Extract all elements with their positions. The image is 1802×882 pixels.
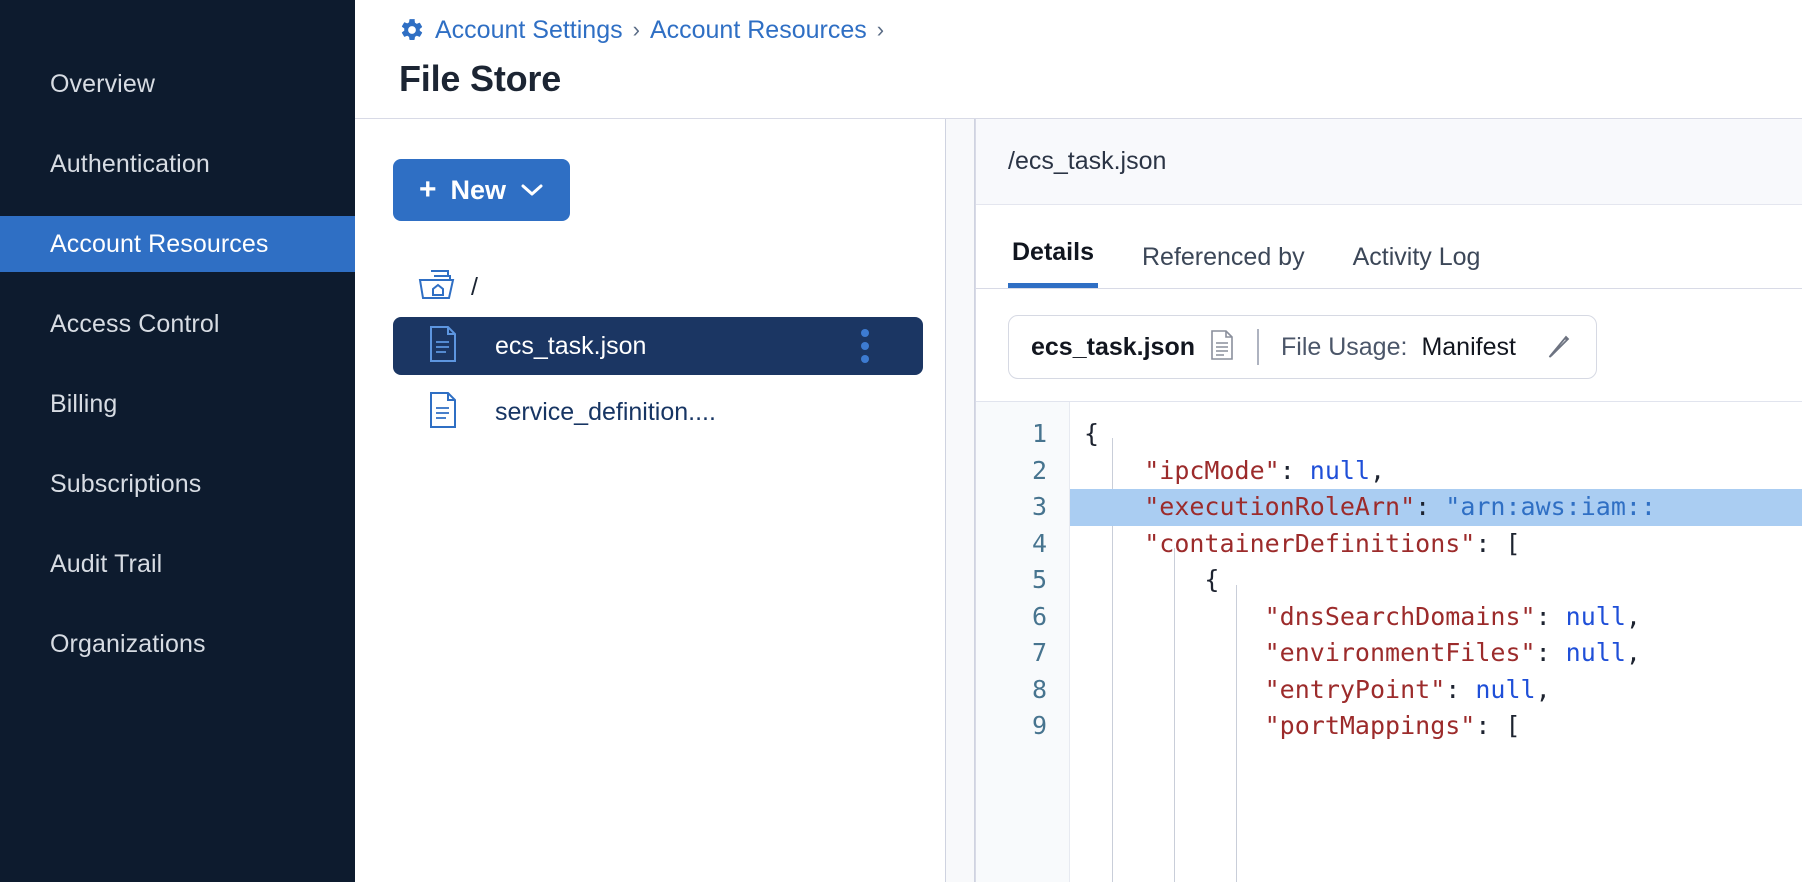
kebab-menu-icon[interactable]: [861, 329, 869, 363]
document-icon: [1209, 329, 1235, 366]
file-usage-value: Manifest: [1421, 332, 1516, 361]
sidebar-item-access-control[interactable]: Access Control: [0, 296, 355, 352]
new-button-label: New: [450, 174, 507, 205]
breadcrumb-separator: ›: [632, 17, 640, 42]
file-info-card: ecs_task.json File Usage: Manifest: [1008, 315, 1597, 379]
info-divider: [1257, 329, 1259, 365]
line-number: 2: [1031, 455, 1047, 485]
sidebar-item-label: Audit Trail: [50, 549, 163, 578]
sidebar-item-label: Account Resources: [50, 229, 269, 258]
tree-file-row[interactable]: ecs_task.json: [393, 317, 923, 375]
code-line: "entryPoint": null,: [1264, 674, 1551, 704]
tab-referenced-by[interactable]: Referenced by: [1141, 243, 1305, 271]
breadcrumb-separator-trailing: ›: [876, 17, 885, 42]
folder-home-icon: [417, 268, 457, 307]
line-number: 8: [1031, 674, 1047, 704]
sidebar-item-label: Authentication: [50, 149, 210, 178]
sidebar-item-audit-trail[interactable]: Audit Trail: [0, 536, 355, 592]
code-line: {: [1204, 565, 1220, 594]
pencil-icon[interactable]: [1544, 332, 1574, 362]
sidebar-item-label: Access Control: [50, 309, 220, 338]
file-info-wrap: ecs_task.json File Usage: Manifest: [976, 289, 1802, 401]
file-icon: [427, 391, 459, 434]
code-line: "environmentFiles": null,: [1264, 638, 1641, 667]
sidebar-item-organizations[interactable]: Organizations: [0, 616, 355, 672]
new-button[interactable]: + New: [393, 159, 571, 221]
sidebar-item-label: Billing: [50, 389, 118, 418]
file-icon: [427, 325, 459, 368]
panel-resize-handle[interactable]: [945, 119, 975, 882]
body-split: + New: [355, 119, 1802, 882]
file-path-bar: /ecs_task.json: [976, 119, 1802, 205]
file-tree: / ecs_task.json service_definition....: [393, 265, 945, 441]
chevron-down-icon: [520, 182, 544, 198]
line-number: 9: [1031, 711, 1047, 740]
sidebar-item-account-resources[interactable]: Account Resources: [0, 216, 355, 272]
code-editor[interactable]: 1 2 3 4 5 6 7 8 9 { "ipcMode": null, "executionR…: [976, 401, 1802, 882]
file-info-name: ecs_task.json: [1031, 332, 1195, 361]
code-line: "executionRoleArn": "arn:aws:iam::: [1070, 489, 1802, 526]
file-tree-panel: + New: [355, 119, 945, 882]
sidebar-item-label: Overview: [50, 69, 155, 98]
plus-icon: +: [419, 173, 437, 206]
code-line: "containerDefinitions": [: [1144, 528, 1521, 558]
sidebar-item-overview[interactable]: Overview: [0, 56, 355, 112]
code-line: "dnsSearchDomains": null,: [1264, 601, 1641, 631]
sidebar-item-subscriptions[interactable]: Subscriptions: [0, 456, 355, 512]
breadcrumb-item-account-settings[interactable]: Account Settings: [435, 15, 623, 44]
breadcrumb-item-account-resources[interactable]: Account Resources: [649, 15, 867, 44]
line-number: 4: [1031, 528, 1047, 558]
tree-root-label: /: [471, 272, 478, 301]
page-header: Account Settings › Account Resources › F…: [355, 0, 1802, 119]
file-detail-panel: /ecs_task.json Details Referenced by Activ…: [975, 119, 1802, 882]
sidebar-item-authentication[interactable]: Authentication: [0, 136, 355, 192]
tree-file-name: service_definition....: [495, 397, 716, 426]
line-number: 1: [1031, 419, 1047, 448]
line-number: 3: [1031, 492, 1047, 521]
tab-details[interactable]: Details: [1008, 238, 1098, 288]
line-number: 6: [1031, 601, 1047, 631]
file-path-text: /ecs_task.json: [1008, 147, 1167, 175]
content-area: Account Settings › Account Resources › F…: [355, 0, 1802, 882]
file-usage-label: File Usage:: [1281, 332, 1408, 361]
gear-icon: [399, 17, 425, 43]
code-line: {: [1084, 419, 1100, 448]
tree-file-row[interactable]: service_definition....: [393, 383, 945, 441]
sidebar-item-label: Organizations: [50, 629, 206, 658]
code-line: "ipcMode": null,: [1144, 455, 1386, 485]
page-title: File Store: [399, 58, 562, 99]
tree-file-name: ecs_task.json: [495, 331, 647, 360]
detail-tabs: Details Referenced by Activity Log: [976, 205, 1802, 289]
line-number: 7: [1031, 638, 1047, 667]
sidebar-item-label: Subscriptions: [50, 469, 202, 498]
tab-activity-log[interactable]: Activity Log: [1352, 243, 1481, 271]
editor-code-area[interactable]: { "ipcMode": null, "executionRoleArn": "…: [1070, 402, 1802, 882]
breadcrumb: Account Settings › Account Resources ›: [399, 8, 1802, 52]
code-line: "portMappings": [: [1264, 711, 1521, 740]
editor-line-numbers: 1 2 3 4 5 6 7 8 9: [976, 402, 1070, 882]
line-number: 5: [1031, 565, 1047, 594]
tree-root-folder[interactable]: /: [393, 265, 945, 309]
sidebar-item-billing[interactable]: Billing: [0, 376, 355, 432]
